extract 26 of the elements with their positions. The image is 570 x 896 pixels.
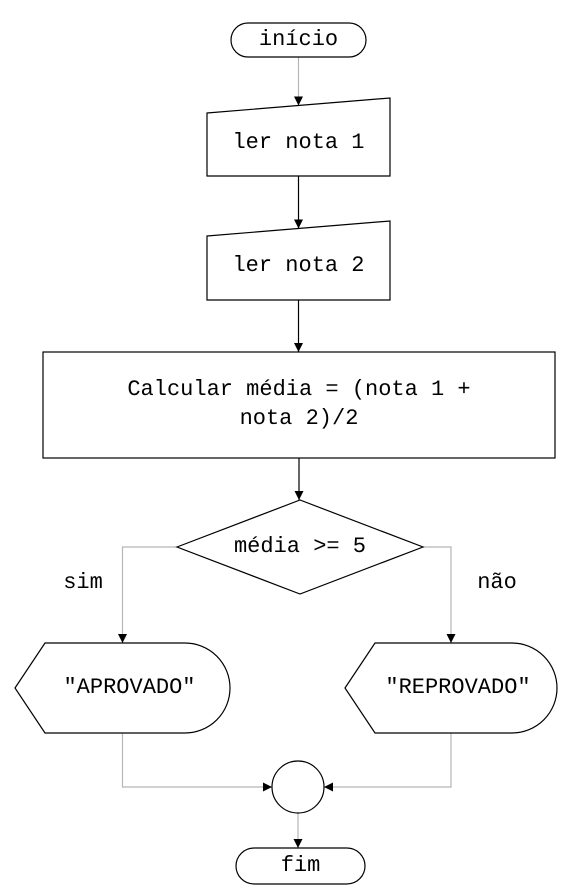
node-label: fim xyxy=(280,852,320,880)
node-label: ler nota 2 xyxy=(232,252,365,280)
arrow xyxy=(294,813,302,848)
node-label: "APROVADO" xyxy=(63,674,196,702)
node-label: média >= 5 xyxy=(234,532,366,561)
connector-circle xyxy=(272,761,324,813)
node-label: "REPROVADO" xyxy=(385,674,531,702)
process-box xyxy=(43,352,555,458)
arrow xyxy=(122,733,272,792)
input-node xyxy=(207,221,390,300)
arrow xyxy=(294,176,303,228)
terminal-node xyxy=(236,848,365,884)
terminal-node xyxy=(231,23,366,57)
arrow xyxy=(324,733,452,792)
decision-diamond xyxy=(177,500,423,594)
node-label: início xyxy=(258,26,338,54)
arrow xyxy=(118,546,177,643)
arrow xyxy=(294,458,304,500)
node-label: ler nota 1 xyxy=(232,128,365,157)
display-node xyxy=(15,643,230,733)
arrow xyxy=(294,300,303,352)
node-label: Calcular média = (nota 1 + nota 2)/2 xyxy=(126,376,472,433)
display-node xyxy=(345,643,557,733)
input-node xyxy=(207,98,390,176)
arrow xyxy=(294,57,303,106)
arrow xyxy=(423,546,456,643)
